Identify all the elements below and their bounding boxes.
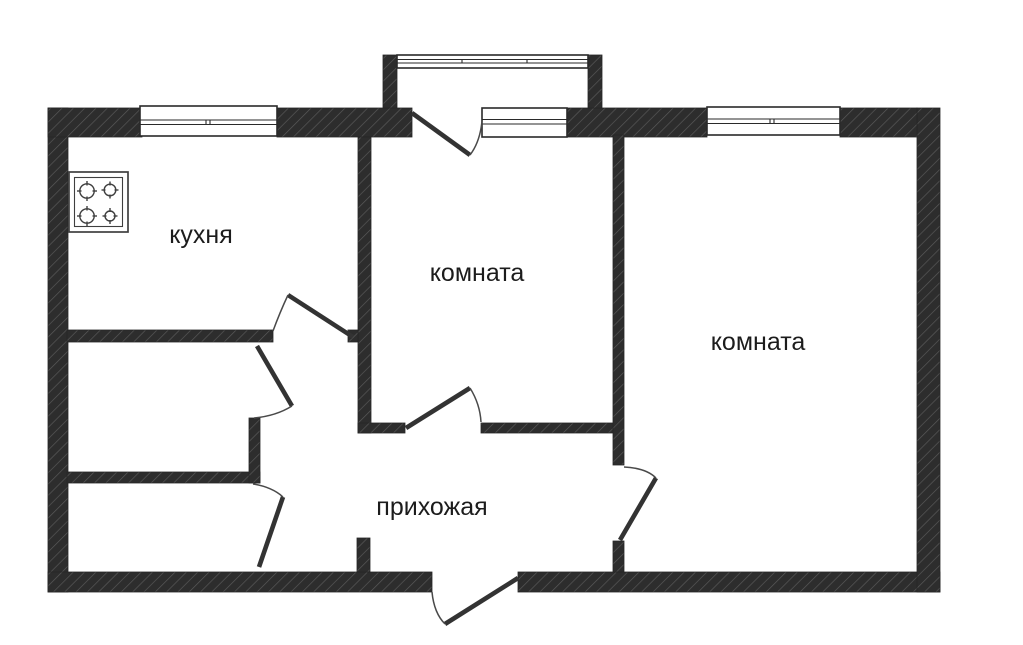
wall-room2-door-stub [612,540,625,573]
room1-label: комната [430,259,525,287]
wall-top-a [47,107,143,138]
wall-room-divider [612,134,625,466]
bath-lower-door [252,483,286,568]
wall-kitchen-room-divider [357,136,372,434]
wall-bath-right [248,417,261,484]
wall-balcony-right [587,54,603,109]
wall-bottom-left [47,571,433,593]
balcony-window [396,54,589,69]
wall-hallway-stub [356,537,371,573]
doors [252,111,658,626]
wall-right [916,107,941,593]
room-labels: кухня комната комната прихожая [169,221,805,521]
wall-bath-divider [66,471,261,484]
wall-balcony-left [382,54,398,109]
kitchen-window [139,105,278,137]
kitchen-label: кухня [169,221,233,249]
kitchen-door [272,293,355,339]
stove-icon [68,171,129,233]
interior-walls [66,134,625,573]
room1-door [404,386,482,430]
exterior-walls [47,54,941,593]
bath-upper-door [253,344,294,419]
room2-door [618,466,658,542]
wall-room1-bottom-b [480,422,616,434]
wall-top-d [839,107,918,138]
windows [139,54,841,138]
wall-top-c [566,107,708,138]
wall-bottom-right [517,571,941,593]
room2-label: комната [711,328,806,356]
wall-room1-bottom-a [357,422,406,434]
balcony-door [410,111,483,157]
entrance-door [431,576,520,626]
balcony-side-window [481,107,568,138]
room2-window [706,106,841,136]
wall-top-b [276,107,413,138]
wall-kitchen-bottom [66,329,274,343]
wall-left [47,107,69,593]
hallway-label: прихожая [376,493,487,521]
